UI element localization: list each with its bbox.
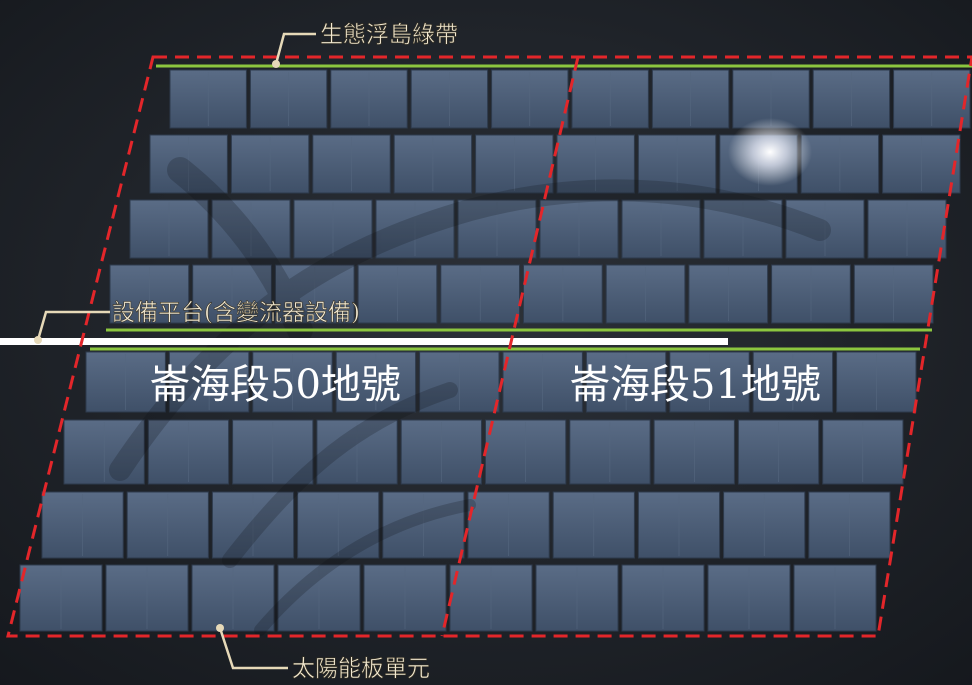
solar-panel-grid <box>19 69 971 632</box>
watermark-logo <box>109 157 831 636</box>
callout-dot-panel <box>216 624 224 632</box>
callout-dot-eco <box>272 60 280 68</box>
site-boundary <box>6 55 972 638</box>
platform-label: 設備平台(含變流器設備) <box>112 300 360 326</box>
eco-island-label: 生態浮島綠帶 <box>320 22 458 48</box>
callout-lines <box>36 32 316 670</box>
callout-dot-platform <box>34 336 42 344</box>
panel-unit-label: 太陽能板單元 <box>292 656 430 682</box>
lot-50-label: 崙海段50地號 <box>150 362 401 408</box>
equipment-platform-bar <box>0 338 728 345</box>
lot-51-label: 崙海段51地號 <box>570 362 821 408</box>
sun-glare <box>728 118 812 186</box>
lot-divider <box>440 56 580 637</box>
